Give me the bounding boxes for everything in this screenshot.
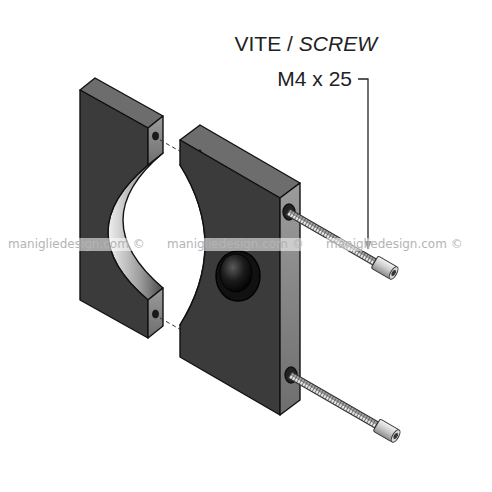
hex-socket	[391, 270, 396, 276]
screw-shaft	[288, 372, 378, 428]
watermark: manigliedesign.com ©	[165, 238, 306, 251]
dimension: M4 x 25	[277, 67, 352, 90]
cap-arm-end	[148, 288, 163, 338]
hex-socket	[393, 433, 398, 439]
rubber-bumper	[220, 254, 252, 292]
screw-shaft	[286, 209, 376, 265]
screw-head	[373, 419, 399, 442]
screw-head-end	[388, 265, 400, 280]
clamp-cap	[80, 78, 163, 338]
screw-hole	[153, 310, 159, 318]
cap-front-face	[80, 90, 148, 338]
screw	[287, 369, 402, 444]
leader-line	[358, 79, 368, 249]
watermark: manigliedesign.com ©	[324, 238, 465, 251]
main-block	[180, 125, 300, 415]
watermark: manigliedesign.com ©	[6, 238, 147, 251]
screw-head-end	[390, 428, 402, 443]
part-name: SCREW	[299, 32, 377, 55]
bumper-base	[216, 251, 260, 301]
screw-head	[371, 256, 397, 279]
screw-hole	[153, 132, 159, 140]
block-front-face	[180, 140, 280, 415]
part-name: VITE /	[234, 32, 292, 55]
